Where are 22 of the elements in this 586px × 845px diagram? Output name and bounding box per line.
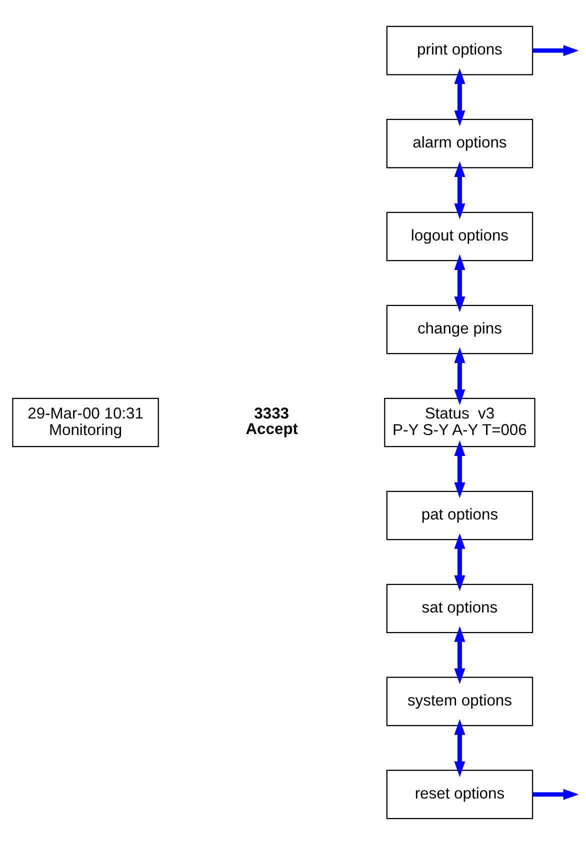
node-box: change pins [386,304,534,354]
node-box: Status v3 P-Y S-Y A-Y T=006 [384,398,536,448]
arrow [532,45,578,56]
node-box: print options [386,26,534,76]
arrow [454,161,466,220]
label: Accept [246,420,298,438]
node-box: reset options [386,770,534,820]
arrow [454,719,466,778]
node-box: sat options [386,584,534,634]
arrow [454,254,466,312]
node-box: system options [386,676,534,726]
arrow [454,440,466,498]
node-box: pat options [386,490,534,540]
arrow [532,788,578,800]
label: 3333 [254,405,290,422]
node-box: alarm options [386,118,534,168]
node-box: logout options [386,212,534,262]
arrow [454,533,466,592]
node-box: 29-Mar-00 10:31 Monitoring [12,398,159,448]
arrow [454,68,466,126]
arrow [454,347,466,406]
arrow [454,626,466,684]
